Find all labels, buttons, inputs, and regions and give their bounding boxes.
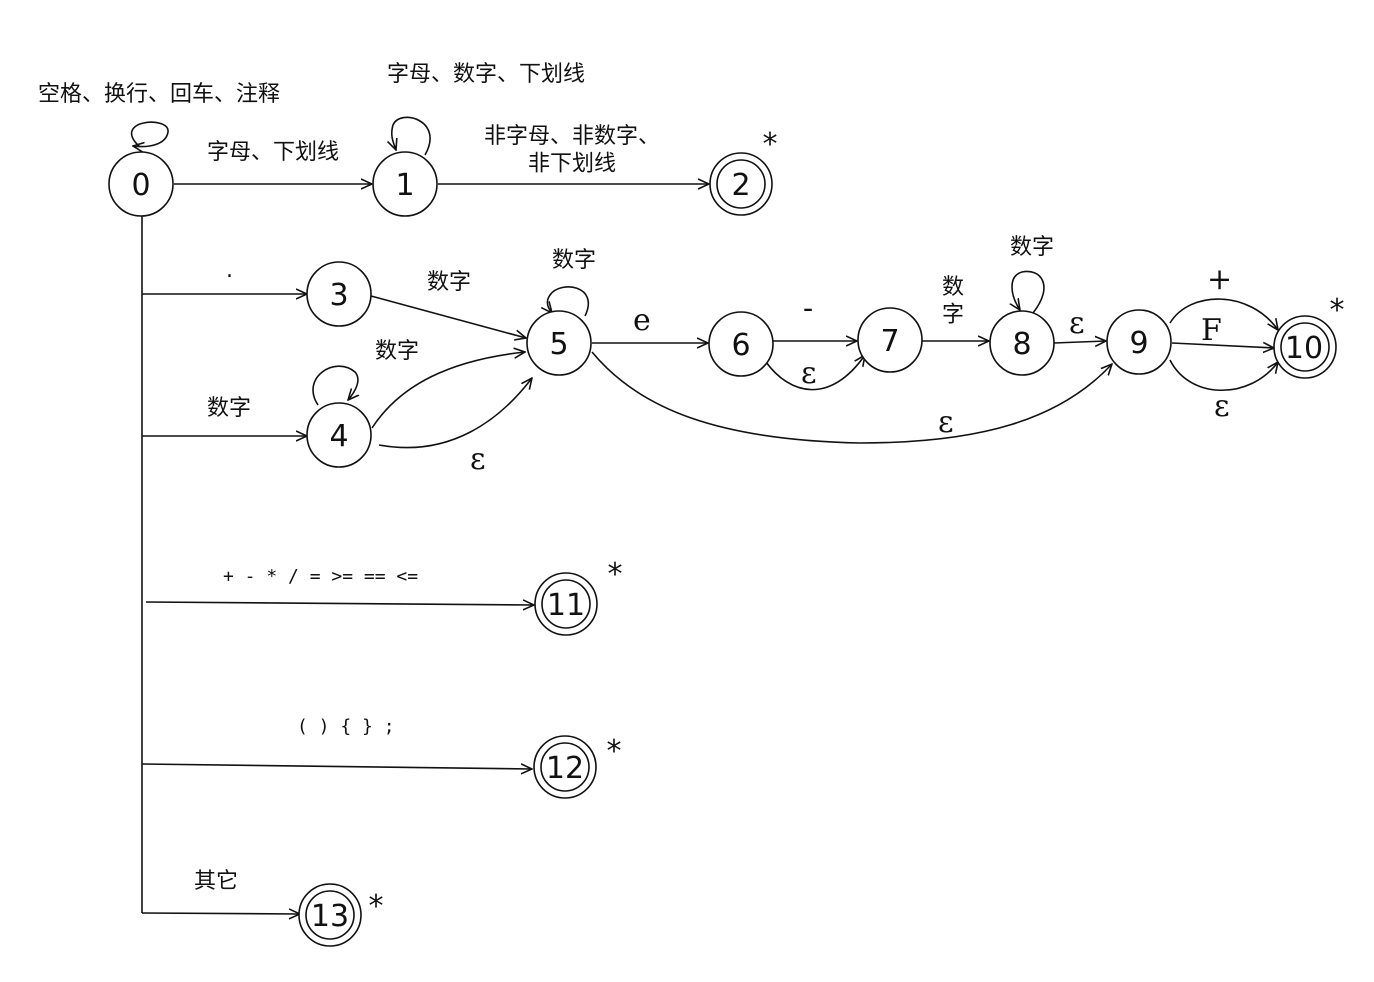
label-5-9-eps: ε [938, 405, 954, 440]
label-1-1: 字母、数字、下划线 [387, 62, 585, 87]
edge-0-12 [141, 764, 532, 769]
edge-4-4 [312, 365, 358, 406]
state-0-label: 0 [131, 168, 150, 203]
state-3: 3 [306, 261, 372, 327]
label-8-8: 数字 [1010, 235, 1054, 260]
label-0-13: 其它 [194, 869, 238, 894]
label-0-1: 字母、下划线 [207, 140, 339, 165]
label-0-12: ( ) { } ; [297, 716, 395, 737]
state-10-label: 10 [1285, 331, 1323, 366]
label-4-5-eps: ε [470, 442, 486, 477]
edge-3-5 [370, 295, 526, 338]
edge-1-1 [392, 116, 431, 156]
edge-9-10-plus [1169, 298, 1278, 330]
state-13-star: * [369, 889, 384, 924]
state-12: 12 * [533, 734, 622, 799]
state-13-label: 13 [311, 899, 349, 934]
state-11-label: 11 [547, 588, 585, 623]
edge-0-0 [130, 121, 169, 147]
label-3-5: 数字 [427, 270, 471, 295]
state-7: 7 [857, 307, 923, 373]
state-9: 9 [1106, 309, 1172, 375]
state-1-label: 1 [395, 168, 414, 203]
label-9-10-f: F [1201, 313, 1222, 348]
edge-5-5 [547, 286, 589, 317]
edge-9-10-f [1171, 343, 1274, 348]
label-0-11: + - * / = >= == <= [223, 566, 418, 587]
label-4-5-digit: 数字 [375, 339, 419, 364]
label-0-0: 空格、换行、回车、注释 [38, 82, 280, 107]
state-11-star: * [608, 557, 623, 592]
label-0-4: 数字 [207, 396, 251, 421]
state-4: 4 [306, 402, 372, 468]
state-8-label: 8 [1012, 327, 1031, 362]
edge-6-7-eps [765, 355, 865, 391]
state-5-label: 5 [549, 327, 568, 362]
state-2-star: * [763, 127, 778, 162]
state-2: 2 * [709, 127, 778, 216]
label-0-3: . [226, 258, 233, 283]
label-9-10-plus: + [1207, 262, 1232, 297]
state-8: 8 [989, 310, 1055, 376]
edge-0-13 [141, 913, 300, 914]
label-7-8: 数字 [942, 275, 964, 328]
state-4-label: 4 [329, 419, 348, 454]
state-6: 6 [708, 311, 774, 377]
label-6-7-minus: - [803, 291, 813, 326]
state-5: 5 [526, 310, 592, 376]
edge-4-5-digit [371, 352, 525, 429]
state-10: 10 * [1273, 293, 1345, 379]
edges [130, 116, 1278, 914]
state-12-star: * [607, 734, 622, 769]
edge-5-9-eps [591, 351, 1112, 444]
label-5-6: e [633, 303, 651, 338]
edge-labels: 空格、换行、回车、注释 字母、下划线 字母、数字、下划线 非字母、非数字、非下划… [38, 62, 1232, 894]
edge-8-8 [1012, 270, 1045, 314]
edge-0-11 [145, 602, 534, 605]
state-12-label: 12 [546, 751, 584, 786]
state-0: 0 [108, 151, 174, 217]
state-6-label: 6 [731, 328, 750, 363]
label-6-7-eps: ε [801, 356, 817, 391]
nodes: 0 1 2 * 3 4 5 6 7 [108, 127, 1345, 947]
state-3-label: 3 [329, 278, 348, 313]
label-8-9: ε [1069, 306, 1085, 341]
state-9-label: 9 [1129, 326, 1148, 361]
edge-9-10-eps [1169, 359, 1278, 391]
label-1-2: 非字母、非数字、非下划线 [484, 124, 660, 177]
state-1: 1 [372, 151, 438, 217]
state-2-label: 2 [731, 168, 750, 203]
state-10-star: * [1330, 293, 1345, 328]
state-7-label: 7 [880, 324, 899, 359]
state-13: 13 * [298, 883, 384, 947]
label-9-10-eps: ε [1214, 389, 1230, 424]
edge-4-5-eps [378, 378, 532, 449]
state-11: 11 * [534, 557, 623, 636]
edge-8-9 [1053, 341, 1106, 343]
label-5-5: 数字 [552, 248, 596, 273]
